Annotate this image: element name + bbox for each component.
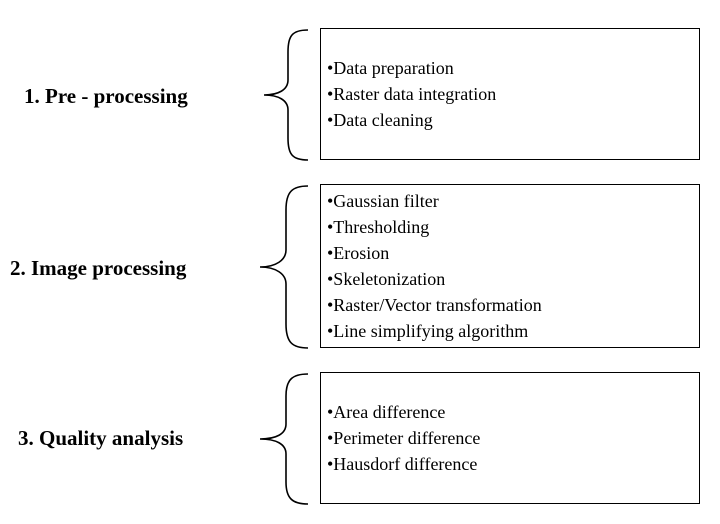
stage-3-brace xyxy=(259,373,309,505)
stage-2-item: •Thresholding xyxy=(327,217,430,237)
stage-1-item: •Data preparation xyxy=(327,58,454,78)
stage-2-box: •Gaussian filter •Thresholding •Erosion … xyxy=(320,184,700,348)
stage-2-item: •Gaussian filter xyxy=(327,191,439,211)
stage-3-item: •Area difference xyxy=(327,402,446,422)
stage-3-item: •Perimeter difference xyxy=(327,428,481,448)
stage-3-label: 3. Quality analysis xyxy=(18,426,184,450)
stage-1-box: •Data preparation •Raster data integrati… xyxy=(320,28,700,160)
stage-2-item: •Erosion xyxy=(327,243,390,263)
stage-3-box: •Area difference •Perimeter difference •… xyxy=(320,372,700,504)
stage-2-item: •Line simplifying algorithm xyxy=(327,321,529,341)
stage-1-item: •Data cleaning xyxy=(327,110,433,130)
stage-2-brace xyxy=(259,185,309,349)
stage-3-item: •Hausdorf difference xyxy=(327,454,478,474)
stage-1-brace xyxy=(263,29,309,161)
stage-2-item: •Skeletonization xyxy=(327,269,446,289)
stage-2-label: 2. Image processing xyxy=(10,256,187,280)
stage-1-label: 1. Pre - processing xyxy=(24,84,188,108)
stage-2-item: •Raster/Vector transformation xyxy=(327,295,542,315)
stage-1-item: •Raster data integration xyxy=(327,84,497,104)
